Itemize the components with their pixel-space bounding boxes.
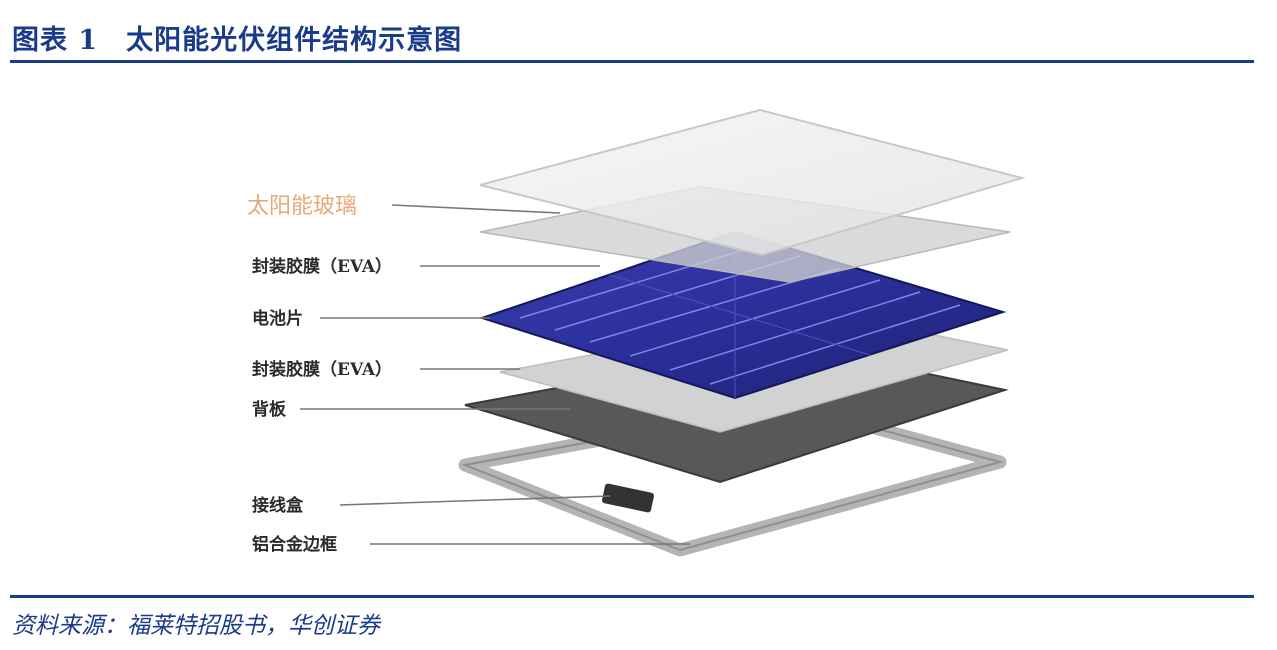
label-solar-glass: 太阳能玻璃 [247,194,357,219]
label-backsheet: 背板 [252,399,287,420]
source-note: 资料来源：福莱特招股书，华创证券 [12,613,380,639]
label-solar-cell: 电池片 [252,308,303,329]
label-aluminum-frame: 铝合金边框 [252,534,337,555]
title-divider [10,60,1254,63]
label-junction-box: 接线盒 [252,495,304,516]
junction-box-shape [602,483,654,513]
leader-lines [300,204,690,545]
label-eva-top: 封装胶膜（EVA） [252,256,392,277]
figure-title: 图表 1 太阳能光伏组件结构示意图 [12,25,463,56]
source-divider [10,595,1254,598]
label-eva-bottom: 封装胶膜（EVA） [252,359,392,380]
solar-glass-layer [479,108,1026,257]
